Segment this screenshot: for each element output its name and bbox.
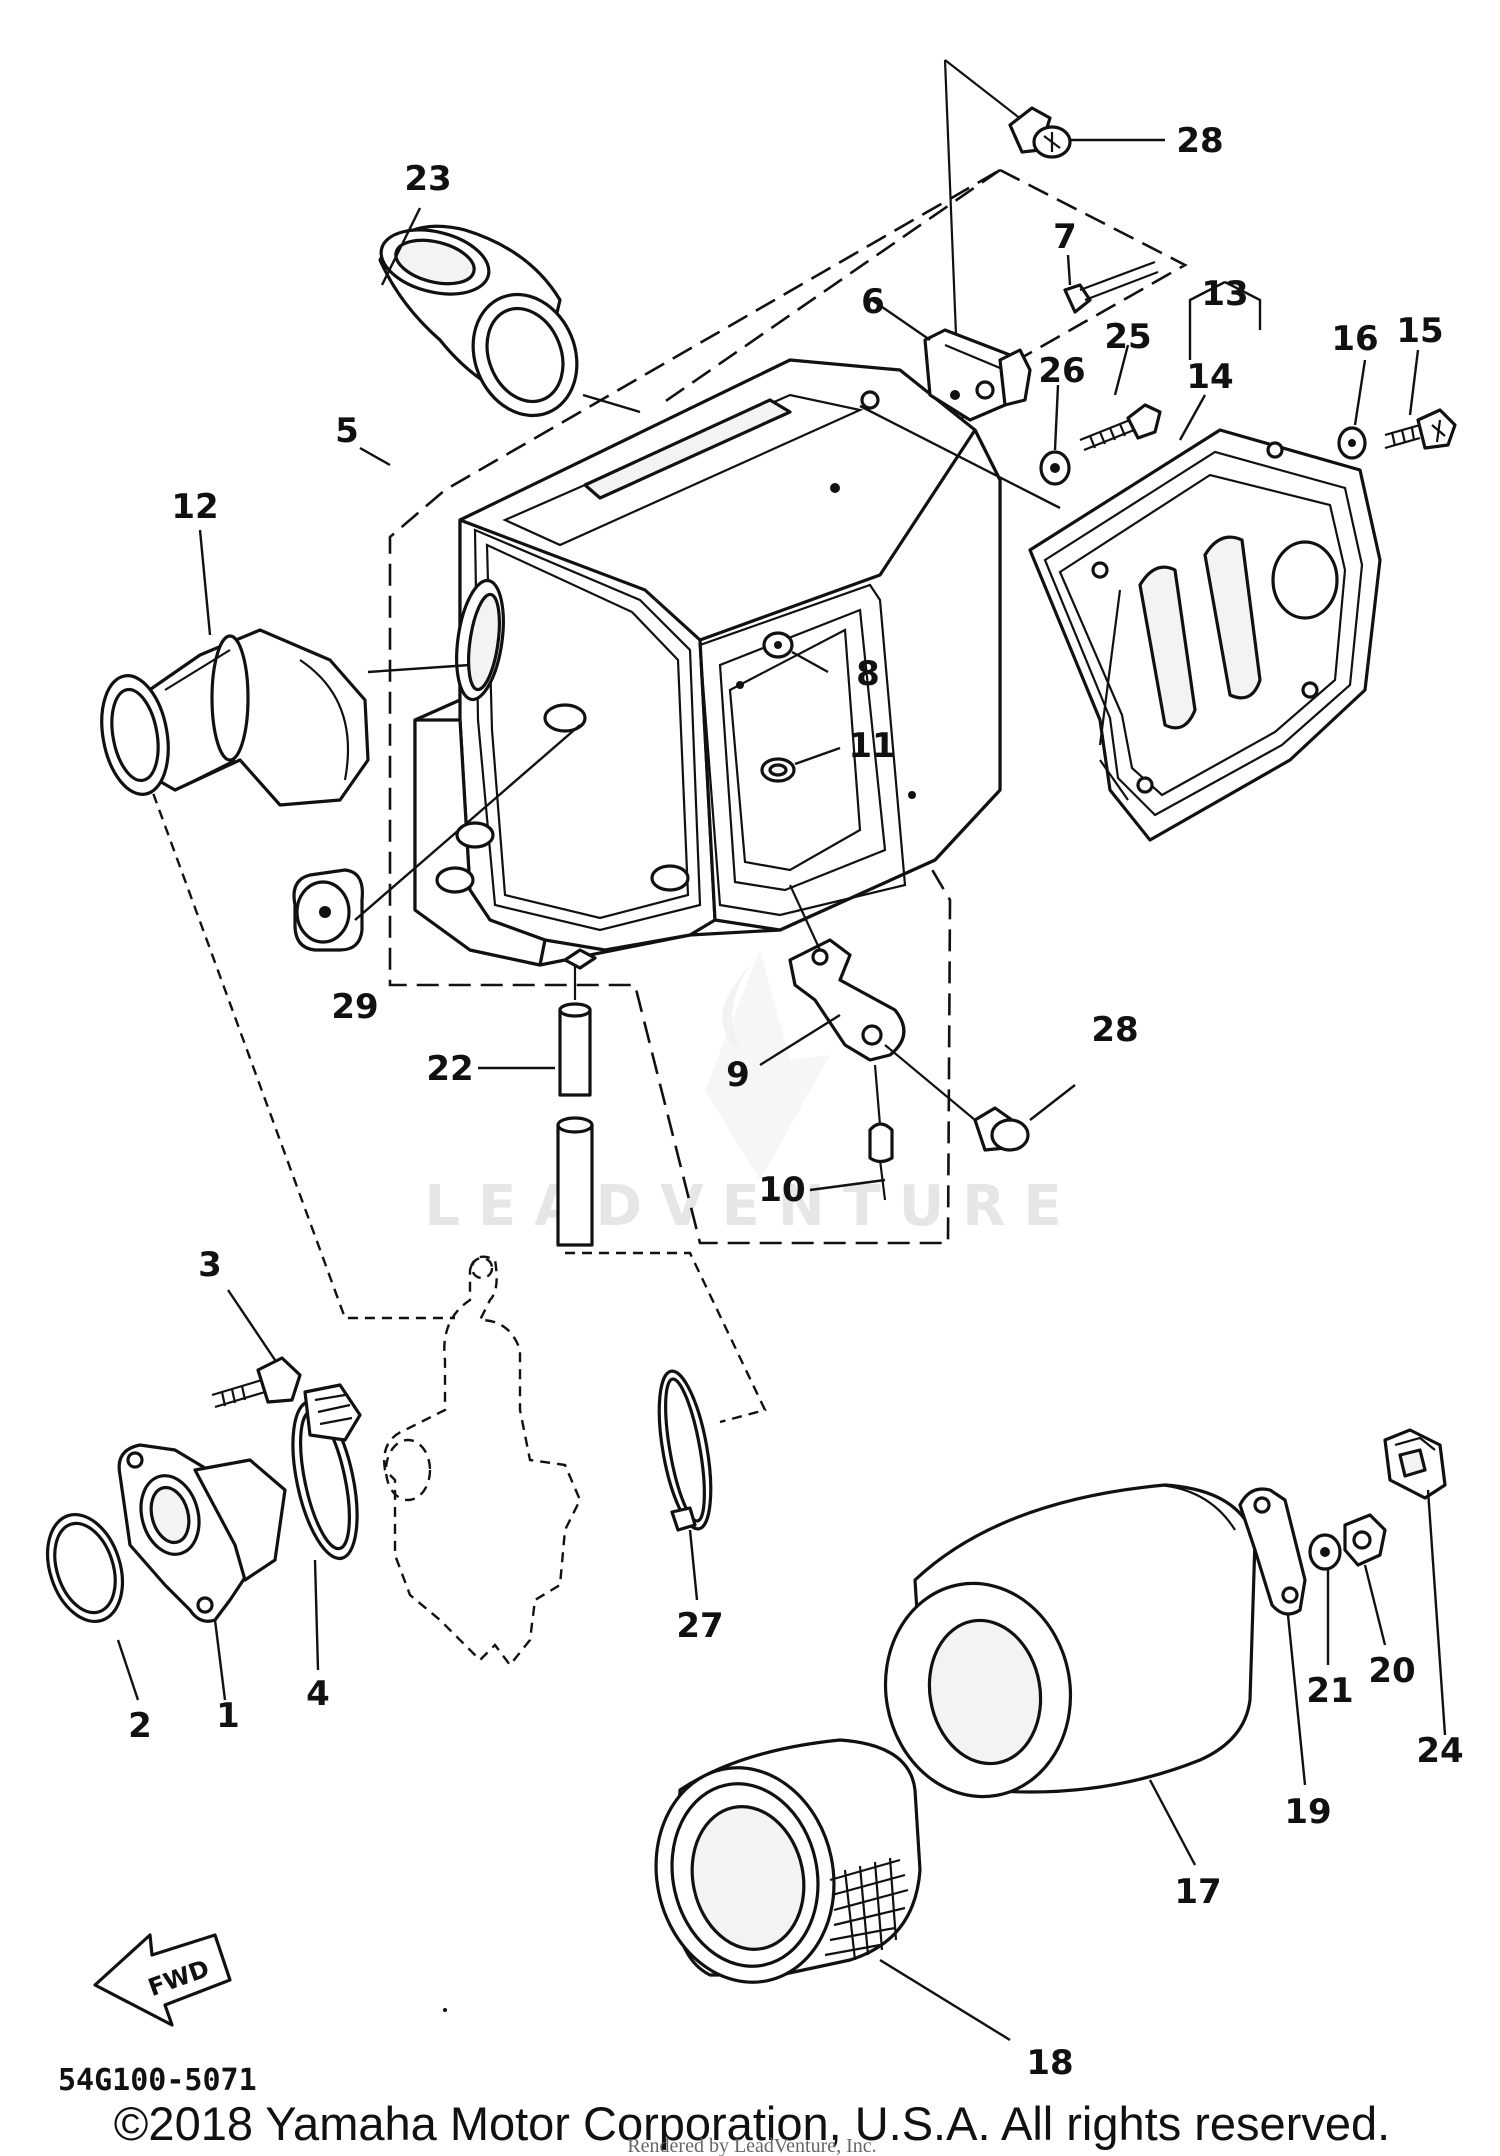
bolt-28-mid: [884, 1044, 1076, 1152]
mesh-pattern: [824, 1857, 909, 1961]
callout-25: 25: [1104, 317, 1151, 357]
callout-10: 10: [758, 1170, 805, 1210]
o-ring-2: [46, 1512, 140, 1701]
callout-21: 21: [1306, 1671, 1353, 1711]
callout-3: 3: [198, 1245, 222, 1285]
drain-hose-22: [478, 965, 594, 1247]
callout-22: 22: [426, 1049, 473, 1089]
callout-11: 11: [848, 726, 895, 766]
watermark-text: LEADVENTURE: [424, 1174, 1079, 1239]
clamp-27: [657, 1369, 713, 1601]
bolt-28-top: [1008, 106, 1165, 159]
callout-5: 5: [335, 411, 359, 451]
callout-4: 4: [306, 1674, 330, 1714]
callout-26: 26: [1038, 351, 1085, 391]
callout-18: 18: [1026, 2043, 1073, 2083]
filter-element-17: [883, 1483, 1257, 1866]
callout-12: 12: [171, 487, 218, 527]
air-box-5: [413, 358, 1002, 970]
washer-21: [1308, 1533, 1342, 1665]
callout-1: 1: [216, 1696, 240, 1736]
leader-lines: [198, 207, 1420, 636]
callout-7: 7: [1053, 217, 1077, 257]
callout-14: 14: [1186, 357, 1233, 397]
callout-8: 8: [856, 654, 880, 694]
callout-9: 9: [726, 1055, 750, 1095]
callout-19: 19: [1284, 1792, 1331, 1832]
filter-guide-18: [654, 1738, 1011, 2042]
pin-7: [1063, 260, 1159, 314]
rendered-by-notice: Rendered by LeadVenture, Inc.: [627, 2135, 876, 2156]
callout-28-mid: 28: [1091, 1010, 1138, 1050]
fwd-arrow: FWD: [93, 1933, 232, 2027]
callout-23: 23: [404, 159, 451, 199]
callout-15: 15: [1396, 311, 1443, 351]
washer-16: [1337, 426, 1367, 460]
carburetor-phantom: [383, 1255, 582, 1667]
diagram-part-code: 54G100-5071: [58, 2063, 257, 2098]
rivet-10: [809, 1064, 894, 1201]
leadventure-watermark-logo: [705, 950, 830, 1180]
washer-26: [1039, 450, 1071, 486]
plate-19: [1238, 1487, 1307, 1786]
screw-25: [1079, 403, 1162, 452]
air-box-cap-13: [859, 404, 1382, 842]
nut-8: [762, 631, 829, 674]
callout-numbers: 1 2 3 4 5 6 7 8 9 10 11 12 13 14 15 16 1…: [128, 121, 1464, 2083]
callout-29: 29: [331, 987, 378, 1027]
screw-15: [1384, 408, 1457, 450]
bolt-3: [211, 1289, 302, 1409]
callout-20: 20: [1368, 1651, 1415, 1691]
carb-joint-1: [117, 1443, 287, 1701]
callout-6: 6: [861, 282, 885, 322]
air-duct-12: [100, 628, 471, 807]
intake-elbow-23: [378, 224, 641, 418]
callout-28-top: 28: [1176, 121, 1223, 161]
nut-20: [1343, 1513, 1387, 1646]
grommet-29: [292, 724, 581, 952]
callout-16: 16: [1331, 319, 1378, 359]
callout-13: 13: [1201, 274, 1248, 314]
washer-11: [760, 746, 841, 783]
stray-dot: [443, 2008, 447, 2012]
bracket-6: [923, 328, 1032, 422]
callout-2: 2: [128, 1706, 152, 1746]
callout-27: 27: [676, 1606, 723, 1646]
callout-24: 24: [1416, 1731, 1463, 1771]
clip-24: [1383, 1428, 1447, 1736]
callout-17: 17: [1174, 1872, 1221, 1912]
clamp-4: [291, 1383, 362, 1671]
copyright-notice: ©2018 Yamaha Motor Corporation, U.S.A. A…: [114, 2097, 1390, 2150]
stay-9: [759, 884, 906, 1067]
